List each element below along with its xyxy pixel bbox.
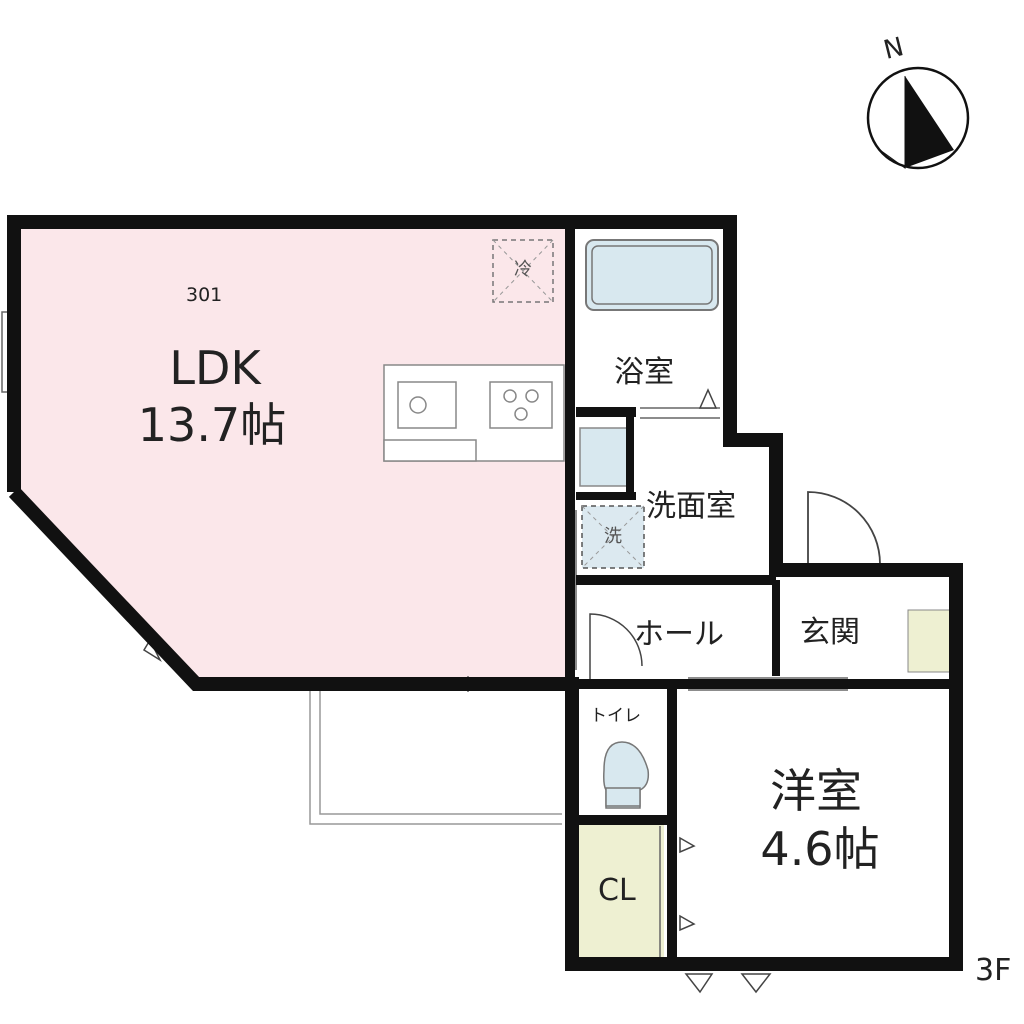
unit-number: 301 [186,284,223,306]
bedroom-size: 4.6帖 [760,822,880,876]
entrance-door [807,491,881,568]
closet-label: CL [598,873,636,908]
ldk-size: 13.7帖 [137,398,287,452]
stove-burner-icon [503,389,517,403]
entrance-label: 玄関 [800,615,860,650]
washroom-label: 洗面室 [646,489,736,524]
bath-label: 浴室 [614,355,674,390]
toilet-label: トイレ [590,706,641,726]
hall-label: ホール [634,617,724,652]
toilet-door [589,613,643,680]
ldk-name: LDK [169,341,261,395]
washer-mark: 洗 [604,526,622,547]
entrance-storage [907,609,951,673]
sink-drain-icon [409,396,427,414]
north-arrow-icon [866,66,970,170]
balcony-inner [319,690,562,815]
balcony-outline [309,690,562,825]
vanity-sink [579,427,631,487]
floor-label: 3F [975,953,1012,988]
opening-markers [142,388,772,994]
fridge-mark: 冷 [514,259,532,280]
ldk-floor [14,228,565,684]
closet-floor [572,820,664,964]
bedroom-name: 洋室 [770,764,862,818]
walls [7,215,963,971]
fridge-space [492,239,554,303]
